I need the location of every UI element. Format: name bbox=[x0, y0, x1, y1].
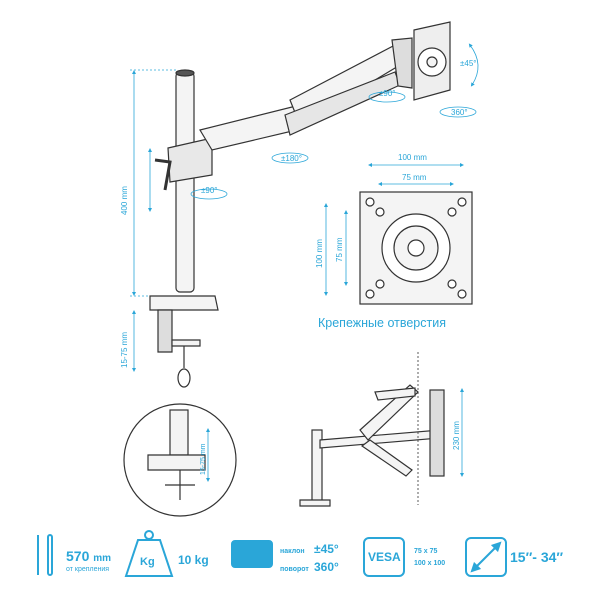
wall-reach-icon bbox=[37, 534, 53, 576]
vesa-outer-v: 100 mm bbox=[315, 239, 324, 268]
screen-size-spec: 15″- 34″ bbox=[510, 549, 564, 565]
inset-clamp-label: 15-75 mm bbox=[200, 443, 207, 475]
vesa-caption: Крепежные отверстия bbox=[318, 316, 446, 330]
pole-dimension bbox=[130, 69, 176, 372]
side-view-drawing bbox=[299, 384, 445, 507]
pole-rotation-label: ±90° bbox=[201, 186, 218, 195]
screen-size-icon bbox=[465, 537, 507, 577]
vesa-inner-v: 75 mm bbox=[335, 237, 344, 262]
weight-icon-label: Kg bbox=[140, 556, 155, 568]
tilt-text: наклон bbox=[280, 548, 305, 555]
vesa-plate-drawing bbox=[359, 191, 473, 305]
tilt-rotate-icon bbox=[231, 540, 273, 568]
vesa-inner-h: 75 mm bbox=[402, 173, 427, 182]
vesa-size-1: 75 x 75 bbox=[414, 548, 438, 555]
vesa-outer-h: 100 mm bbox=[398, 153, 427, 162]
tilt-label: ±45° bbox=[460, 59, 477, 68]
vesa-icon bbox=[363, 537, 405, 577]
vesa-icon-label: VESA bbox=[368, 550, 401, 564]
arm-rotation-label: ±180° bbox=[281, 154, 302, 163]
reach-note: от крепления bbox=[66, 566, 110, 573]
weight-icon bbox=[124, 539, 174, 577]
clamp-inset bbox=[123, 403, 237, 517]
pole-height-label: 400 mm bbox=[120, 186, 129, 215]
tilt-value: ±45° bbox=[314, 542, 339, 556]
reach-spec: 570 mm bbox=[66, 548, 111, 564]
monitor-arm-drawing bbox=[149, 21, 451, 388]
rotate-value: 360° bbox=[314, 560, 339, 574]
weight-spec: 10 kg bbox=[178, 553, 209, 567]
vesa-size-2: 100 x 100 bbox=[414, 560, 446, 567]
rotate-label: 360° bbox=[451, 108, 468, 117]
reach-unit: mm bbox=[93, 553, 112, 564]
reach-value: 570 bbox=[66, 548, 90, 564]
side-height-label: 230 mm bbox=[452, 421, 461, 450]
swivel-label: ±90° bbox=[379, 89, 396, 98]
clamp-range-label: 15-75 mm bbox=[120, 332, 129, 368]
rotate-text: поворот bbox=[280, 566, 309, 573]
